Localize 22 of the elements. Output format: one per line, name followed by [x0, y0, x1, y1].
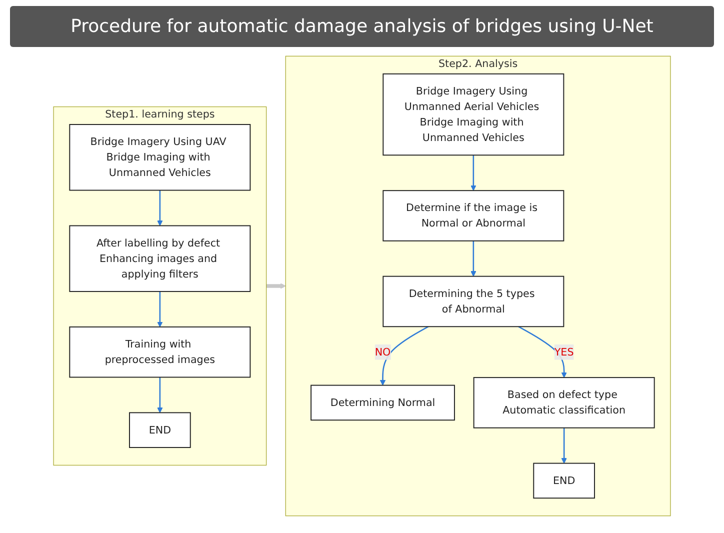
node-box: Bridge Imagery Using UAV Bridge Imaging with Unmanned Vehicles: [69, 124, 251, 191]
arrow: [157, 291, 163, 328]
node-box: END: [129, 412, 191, 448]
title-banner: Procedure for automatic damage analysis of bridges using U-Net: [10, 6, 714, 47]
node-box: END: [533, 462, 595, 499]
arrow: [266, 283, 286, 289]
arrow: [470, 155, 476, 191]
arrow: [380, 326, 429, 386]
arrow: [157, 190, 163, 226]
node-box: Training with preprocessed images: [69, 326, 251, 378]
node-box: Based on defect type Automatic classification: [473, 377, 655, 428]
node-box: Determining the 5 types of Abnormal: [382, 276, 564, 328]
edge-label: NO: [374, 346, 391, 358]
arrow: [157, 377, 163, 413]
node-box: Bridge Imagery Using Unmanned Aerial Vehicles Bridge Imaging with Unmanned Vehicles: [382, 73, 564, 156]
arrow: [561, 428, 567, 464]
node-box: After labelling by defect Enhancing images and applying filters: [69, 225, 251, 292]
node-box: Determining Normal: [310, 384, 455, 421]
edge-label: YES: [554, 346, 574, 358]
node-box: Determine if the image is Normal or Abnormal: [382, 190, 564, 242]
arrow: [518, 326, 567, 378]
arrow: [470, 240, 476, 277]
